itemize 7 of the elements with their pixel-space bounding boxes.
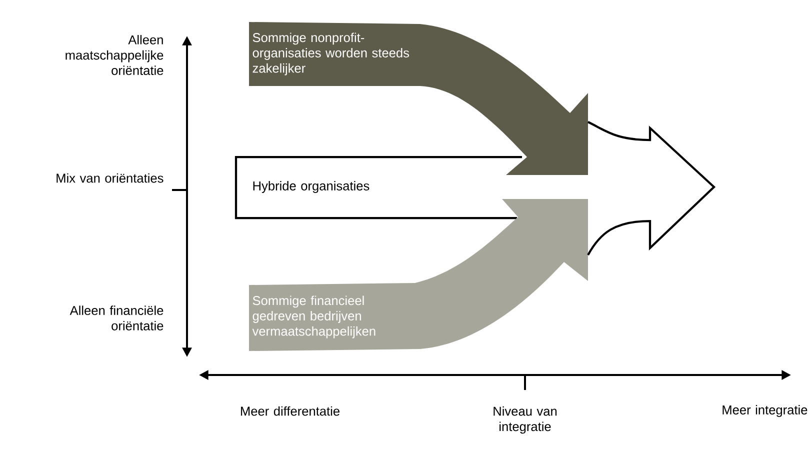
hybrid-box: Hybride organisaties xyxy=(234,156,522,220)
axis-label: Niveau van integratie xyxy=(494,406,557,434)
axis-label: Mix van oriëntaties xyxy=(56,173,164,183)
axis-label: Meer integratie xyxy=(722,405,808,417)
axis-label: Alleen financiële oriëntatie xyxy=(70,306,164,330)
axis-label: Meer differentatie xyxy=(241,406,340,416)
axis-label: Alleen maatschappelijke oriëntatie xyxy=(66,34,164,76)
